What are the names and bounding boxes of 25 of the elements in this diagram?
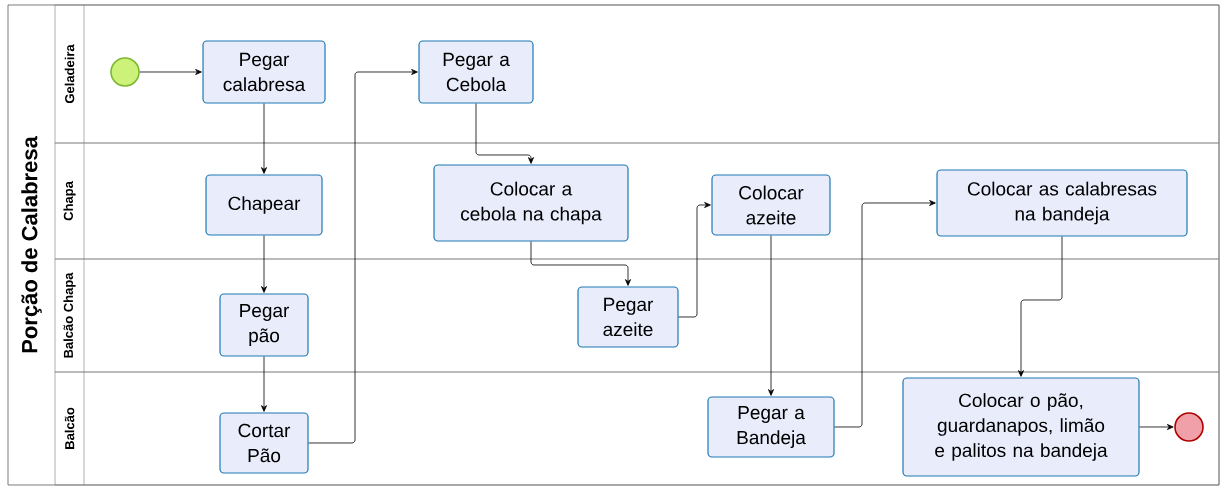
- task-box: Pegar pão: [219, 293, 309, 357]
- task-box: Colocar o pão, guardanapos, limão e palitos na bandeja: [902, 377, 1140, 477]
- arrow: [768, 235, 774, 396]
- start-event-circle: [110, 57, 140, 87]
- arrow: [261, 103, 267, 174]
- arrow: [261, 356, 267, 412]
- arrow: [1018, 236, 1063, 377]
- task-box: Colocar a cebola na chapa: [433, 164, 629, 242]
- task-box: Cortar Pão: [219, 412, 309, 474]
- task-box: Chapear: [205, 174, 323, 236]
- arrow: [530, 241, 631, 286]
- arrow: [678, 202, 711, 318]
- arrow: [261, 235, 267, 293]
- task-box: Pegar calabresa: [202, 40, 326, 104]
- arrow: [308, 69, 418, 444]
- end-event-circle: [1174, 412, 1204, 442]
- arrow: [1139, 424, 1174, 430]
- arrow: [139, 69, 202, 75]
- arrow: [475, 103, 534, 164]
- task-box: Colocar azeite: [711, 174, 831, 236]
- arrow: [834, 200, 936, 428]
- task-box: Pegar azeite: [577, 286, 679, 348]
- task-box: Colocar as calabresas na bandeja: [936, 169, 1188, 237]
- task-box: Pegar a Cebola: [418, 40, 534, 104]
- task-box: Pegar a Bandeja: [707, 396, 835, 458]
